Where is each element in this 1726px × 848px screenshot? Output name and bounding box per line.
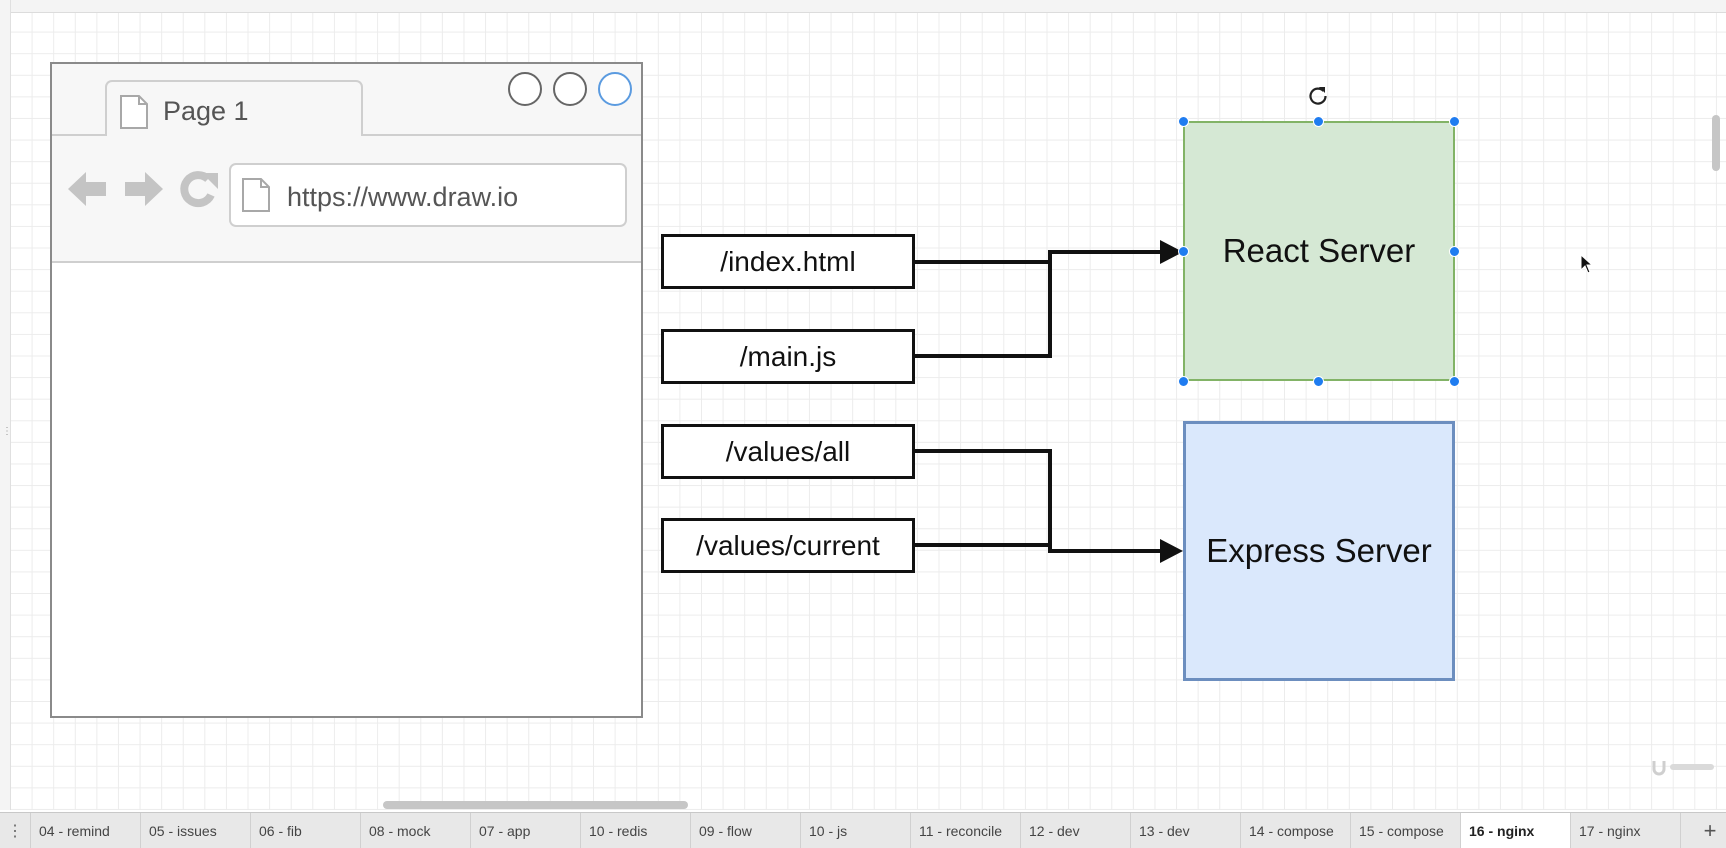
connector-index-html[interactable] — [915, 250, 1165, 264]
page-tab[interactable]: 12 - dev — [1021, 813, 1131, 848]
page-tab[interactable]: 11 - reconcile — [911, 813, 1021, 848]
document-icon — [241, 177, 271, 218]
page-tab-label: 08 - mock — [369, 822, 431, 839]
connector-main-js[interactable] — [915, 252, 1052, 358]
page-tab-label: 13 - dev — [1139, 822, 1190, 839]
top-ruler — [0, 0, 1726, 13]
page-tab-label: 15 - compose — [1359, 822, 1444, 839]
page-tab-label: 14 - compose — [1249, 822, 1334, 839]
browser-mockup[interactable]: Page 1 — [50, 62, 643, 718]
page-tab[interactable]: 04 - remind — [31, 813, 141, 848]
resize-handle[interactable] — [1313, 376, 1324, 387]
arrowhead-react — [1160, 240, 1183, 264]
reload-icon — [178, 169, 220, 214]
resize-handle[interactable] — [1313, 116, 1324, 127]
page-tab[interactable]: 14 - compose — [1241, 813, 1351, 848]
route-box-main-js[interactable]: /main.js — [661, 329, 915, 384]
page-tab-label: 09 - flow — [699, 822, 752, 839]
window-control-icon — [508, 72, 542, 106]
page-tab[interactable]: 08 - mock — [361, 813, 471, 848]
page-tab-bar: ⋮ 04 - remind 05 - issues 06 - fib 08 - … — [0, 812, 1726, 848]
express-server-label: Express Server — [1206, 532, 1432, 569]
page-tab[interactable]: 10 - js — [801, 813, 911, 848]
tab-baseline — [52, 134, 105, 136]
diagram-canvas[interactable]: ⋮ Page 1 — [0, 0, 1726, 810]
page-tab-label: 16 - nginx — [1469, 822, 1535, 839]
browser-tab: Page 1 — [105, 80, 363, 136]
page-tab-label: 06 - fib — [259, 822, 302, 839]
connector-values-all[interactable] — [915, 449, 1165, 553]
page-tab-label: 10 - js — [809, 822, 848, 839]
page-tab-label: 04 - remind — [39, 822, 110, 839]
connector-layer — [915, 240, 1183, 563]
url-bar: https://www.draw.io — [229, 163, 627, 227]
route-box-values-current[interactable]: /values/current — [661, 518, 915, 573]
watermark-logo — [1650, 757, 1716, 780]
page-tab-label: 05 - issues — [149, 822, 217, 839]
route-label: /values/all — [725, 435, 851, 467]
browser-tab-title: Page 1 — [163, 96, 249, 126]
react-server-box[interactable]: React Server — [1183, 121, 1455, 381]
page-tab[interactable]: 05 - issues — [141, 813, 251, 848]
vertical-dots-icon[interactable]: ⋮ — [0, 813, 31, 848]
route-label: /values/current — [696, 529, 880, 561]
resize-handle[interactable] — [1449, 376, 1460, 387]
page-tab[interactable]: 17 - nginx — [1571, 813, 1681, 848]
route-label: /main.js — [739, 340, 837, 372]
page-tab[interactable]: 06 - fib — [251, 813, 361, 848]
window-control-icon — [553, 72, 587, 106]
back-arrow-icon — [66, 169, 108, 214]
page-tab-label: 07 - app — [479, 822, 531, 839]
page-tab[interactable]: 13 - dev — [1131, 813, 1241, 848]
arrowhead-express — [1160, 539, 1183, 563]
route-box-values-all[interactable]: /values/all — [661, 424, 915, 479]
resize-handle[interactable] — [1178, 376, 1189, 387]
page-tab[interactable]: 07 - app — [471, 813, 581, 848]
resize-handle[interactable] — [1449, 246, 1460, 257]
resize-handle[interactable] — [1178, 246, 1189, 257]
page-tab[interactable]: 10 - redis — [581, 813, 691, 848]
page-tab-label: 11 - reconcile — [919, 822, 1003, 839]
plus-icon[interactable]: + — [1703, 817, 1717, 843]
page-tab-label: 10 - redis — [589, 822, 648, 839]
rotate-icon[interactable] — [1306, 84, 1330, 113]
url-text: https://www.draw.io — [287, 182, 519, 212]
resize-handle[interactable] — [1449, 116, 1460, 127]
window-control-icon — [598, 72, 632, 106]
tab-baseline — [363, 134, 641, 136]
left-ruler: ⋮ — [0, 0, 12, 810]
panel-resize-grip-icon[interactable]: ⋮ — [2, 426, 12, 437]
express-server-box[interactable]: Express Server — [1183, 421, 1455, 681]
resize-handle[interactable] — [1178, 116, 1189, 127]
forward-arrow-icon — [123, 169, 165, 214]
page-tab[interactable]: 09 - flow — [691, 813, 801, 848]
document-icon — [119, 94, 149, 135]
route-box-index-html[interactable]: /index.html — [661, 234, 915, 289]
page-tab-active[interactable]: 16 - nginx — [1461, 813, 1571, 848]
mouse-pointer-icon — [1580, 253, 1594, 279]
page-tab-label: 12 - dev — [1029, 822, 1080, 839]
page-tab-label: 17 - nginx — [1579, 822, 1641, 839]
horizontal-scrollbar[interactable] — [383, 801, 688, 809]
page-tab[interactable]: 15 - compose — [1351, 813, 1461, 848]
route-label: /index.html — [720, 245, 856, 277]
browser-chrome: Page 1 — [52, 64, 641, 263]
vertical-scrollbar[interactable] — [1712, 115, 1720, 171]
react-server-label: React Server — [1222, 232, 1416, 269]
